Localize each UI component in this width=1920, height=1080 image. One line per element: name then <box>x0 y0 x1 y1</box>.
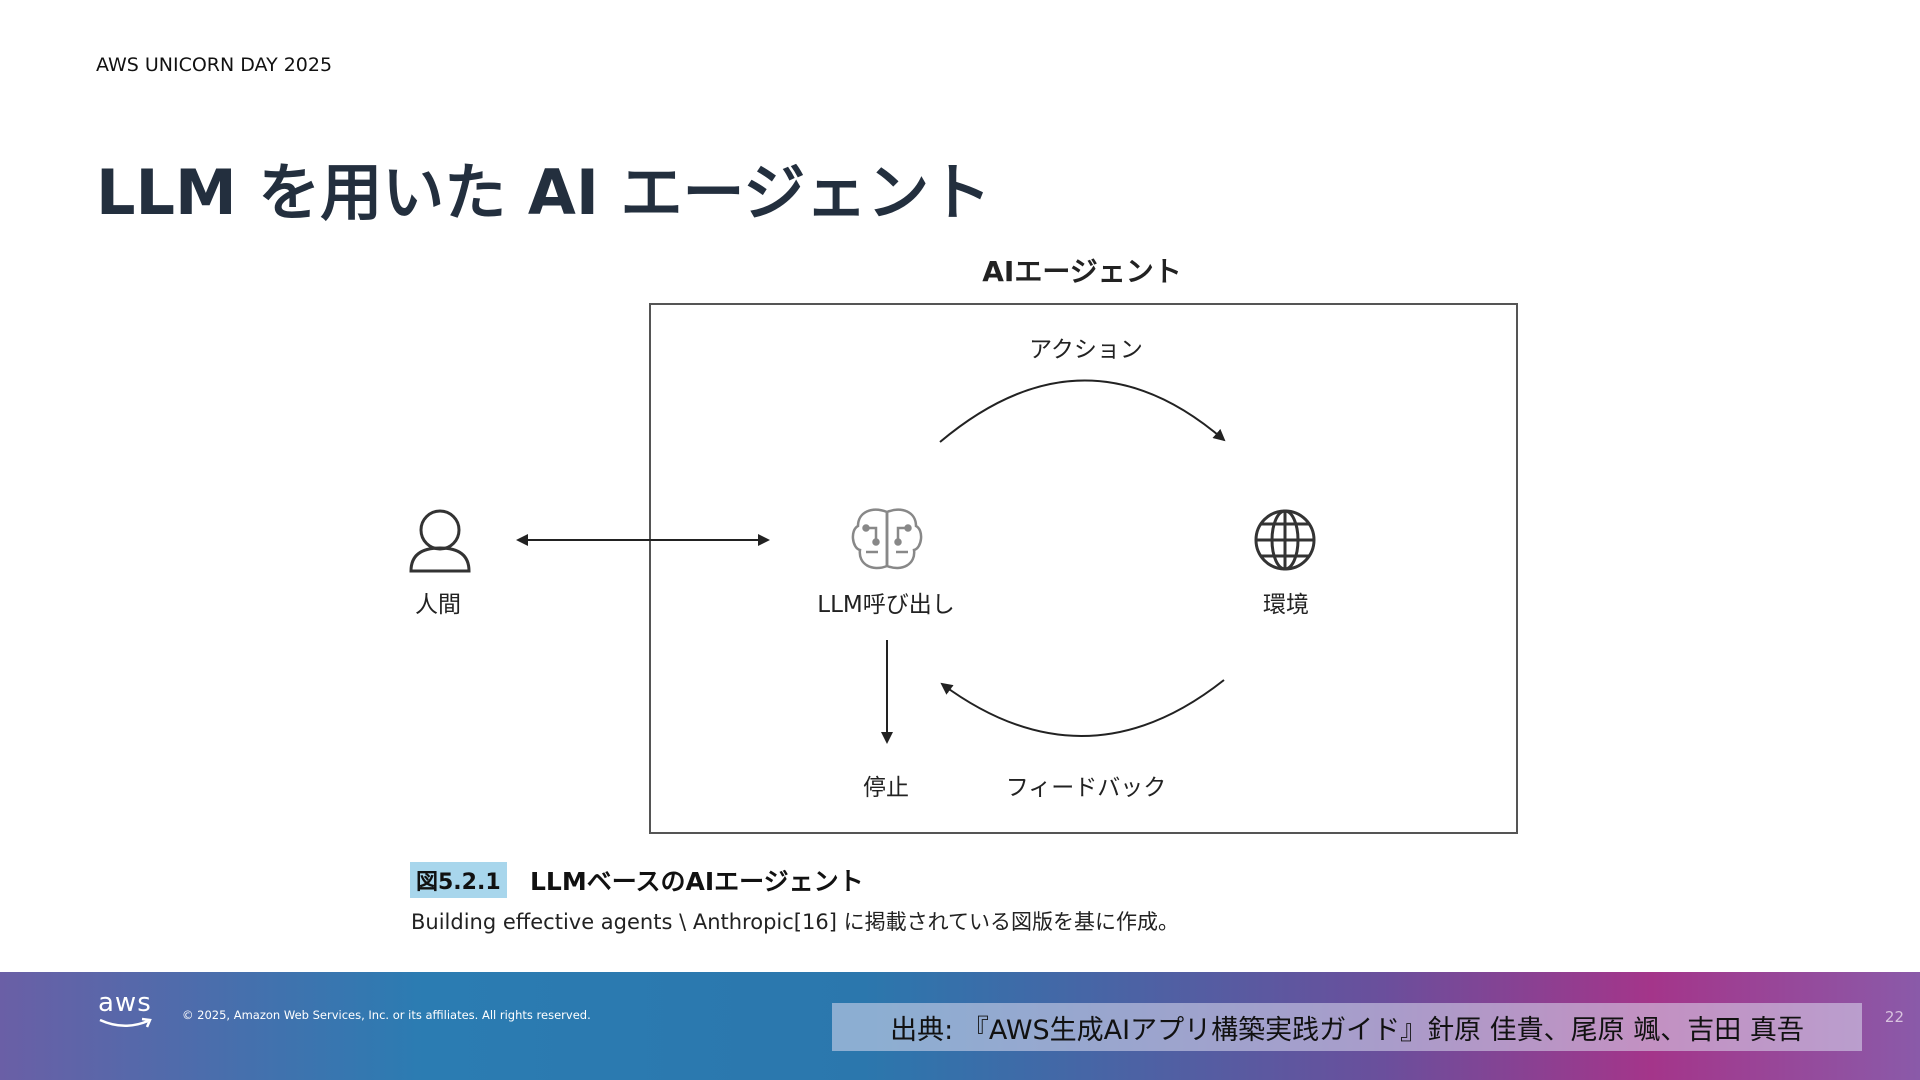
action-arrow <box>939 379 1226 443</box>
figure-note: Building effective agents \ Anthropic[16… <box>411 910 1179 934</box>
environment-label: 環境 <box>1263 592 1309 618</box>
aws-logo: aws <box>98 990 160 1030</box>
agent-boundary-box <box>649 303 1518 834</box>
diagram-title: AIエージェント <box>982 255 1182 288</box>
feedback-label: フィードバック <box>1005 775 1167 801</box>
person-icon <box>409 509 471 573</box>
human-label: 人間 <box>415 592 461 618</box>
event-label: AWS UNICORN DAY 2025 <box>96 54 333 76</box>
brain-icon <box>851 508 923 570</box>
action-label: アクション <box>1029 337 1143 363</box>
globe-icon <box>1254 509 1316 571</box>
page-number: 22 <box>1884 1008 1904 1026</box>
copyright-text: © 2025, Amazon Web Services, Inc. or its… <box>182 1008 591 1022</box>
llm-call-label: LLM呼び出し <box>817 592 955 618</box>
figure-number-badge: 図5.2.1 <box>410 862 507 898</box>
source-citation: 出典: 『AWS生成AIアプリ構築実践ガイド』針原 佳貴、尾原 颯、吉田 真吾 <box>890 1014 1804 1046</box>
aws-smile-icon <box>99 1017 152 1028</box>
aws-logo-text: aws <box>98 988 152 1018</box>
figure-title: LLMベースのAIエージェント <box>530 867 864 896</box>
stop-label: 停止 <box>863 775 909 801</box>
feedback-arrow <box>940 679 1225 737</box>
slide-title: LLM を用いた AI エージェント <box>96 156 992 229</box>
source-citation-box: 出典: 『AWS生成AIアプリ構築実践ガイド』針原 佳貴、尾原 颯、吉田 真吾 <box>832 1003 1862 1051</box>
